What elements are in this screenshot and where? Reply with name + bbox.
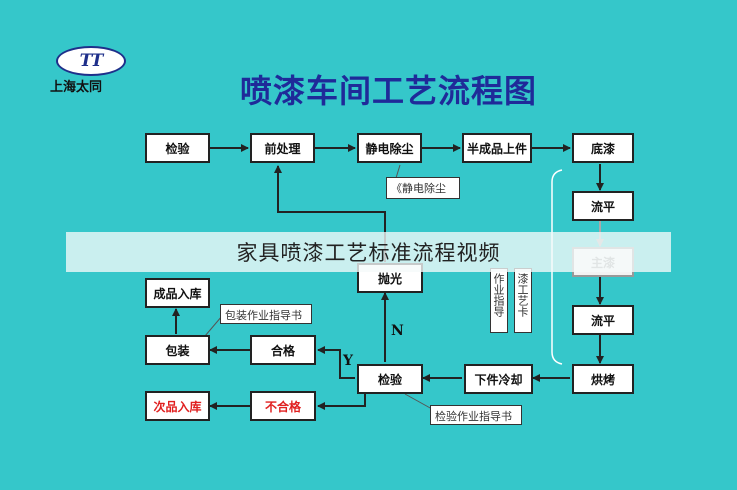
node-inspect-1: 检验 [145, 133, 210, 163]
note-process-card: 漆工艺卡 [514, 268, 532, 333]
arrow-inspect2-to-qualified [317, 346, 355, 379]
node-dust-removal: 静电除尘 [357, 133, 422, 163]
pack-note-link [204, 315, 223, 337]
node-bake: 烘烤 [572, 364, 634, 394]
note-inspection-guide: 检验作业指导书 [430, 405, 522, 425]
node-unqualified: 不合格 [250, 391, 316, 421]
node-pretreat: 前处理 [250, 133, 315, 163]
logo-mark: TT [79, 51, 104, 71]
node-semi-finished-load: 半成品上件 [462, 133, 532, 163]
label-no: N [391, 323, 404, 339]
note-work-guide: 作业指导 [490, 268, 508, 333]
node-leveling-2: 流平 [572, 305, 634, 335]
company-logo: TT [56, 46, 126, 76]
node-packing: 包装 [145, 335, 210, 365]
inspect-note-link [404, 393, 433, 410]
node-defect-storage: 次品入库 [145, 391, 210, 421]
node-unload-cool: 下件冷却 [464, 364, 533, 394]
note-dust-removal: 《静电除尘 [386, 177, 460, 199]
node-qualified: 合格 [250, 335, 316, 365]
diagram-title: 喷漆车间工艺流程图 [240, 72, 538, 110]
label-yes: Y [343, 353, 353, 369]
logo-caption: 上海太同 [50, 80, 103, 95]
dust-note-link [395, 164, 401, 179]
node-inspect-2: 检验 [357, 364, 423, 394]
node-primer: 底漆 [572, 133, 634, 163]
note-packing-guide: 包装作业指导书 [220, 304, 312, 324]
node-finished-storage: 成品入库 [145, 278, 210, 308]
video-title-banner[interactable]: 家具喷漆工艺标准流程视频 [66, 232, 671, 272]
node-leveling-1: 流平 [572, 191, 634, 221]
arrow-inspect2-to-unqualified [317, 394, 366, 410]
